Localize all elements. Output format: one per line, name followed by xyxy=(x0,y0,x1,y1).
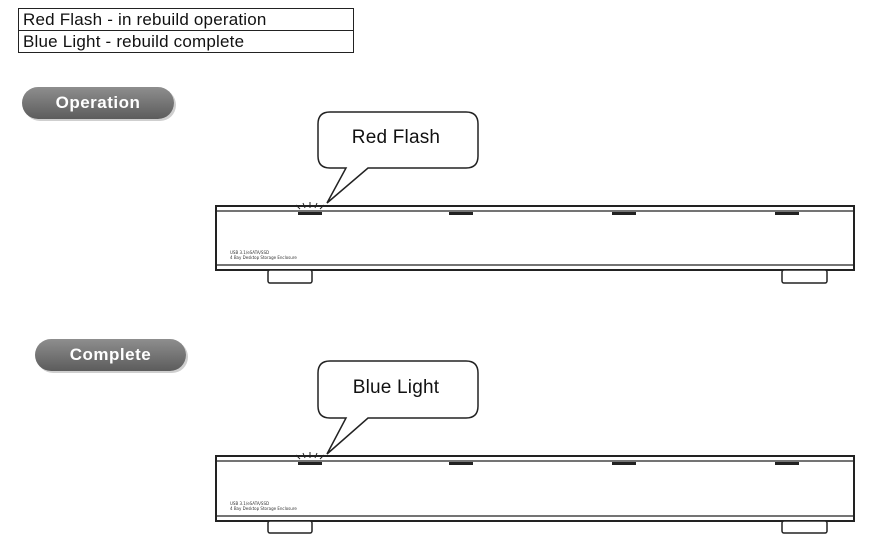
foot-right xyxy=(781,269,828,284)
device-model-line: USB 3.1/eSATA/SSD xyxy=(230,501,270,506)
device-desc-line: 4 Bay Desktop Storage Enclosure xyxy=(230,506,297,511)
legend-table: Red Flash - in rebuild operation Blue Li… xyxy=(18,8,354,53)
led-slot-4 xyxy=(775,462,799,465)
complete-scene xyxy=(215,360,855,534)
led-slot-3 xyxy=(612,462,636,465)
foot-left xyxy=(267,520,313,534)
led-slot-2 xyxy=(449,462,473,465)
blue-light-callout-text: Blue Light xyxy=(352,377,440,398)
operation-label: Operation xyxy=(22,87,174,119)
red-flash-callout-text: Red Flash xyxy=(351,127,441,148)
led-slot-2 xyxy=(449,212,473,215)
device-model-line: USB 3.1/eSATA/SSD xyxy=(230,250,270,255)
device-desc-line: 4 Bay Desktop Storage Enclosure xyxy=(230,255,297,260)
foot-left xyxy=(267,269,313,284)
led-slot-3 xyxy=(612,212,636,215)
device-label-operation: USB 3.1/eSATA/SSD 4 Bay Desktop Storage … xyxy=(230,250,297,260)
red-flash-rays xyxy=(295,202,325,210)
led-slot-1 xyxy=(298,462,322,465)
complete-label: Complete xyxy=(35,339,186,371)
blue-light-rays xyxy=(295,452,325,460)
enclosure-front-operation xyxy=(215,202,855,284)
device-label-complete: USB 3.1/eSATA/SSD 4 Bay Desktop Storage … xyxy=(230,501,297,511)
red-flash-callout-bubble xyxy=(317,111,479,204)
led-slot-4 xyxy=(775,212,799,215)
operation-scene xyxy=(215,111,855,284)
legend-row-blue-light: Blue Light - rebuild complete xyxy=(19,30,353,52)
enclosure-front-complete xyxy=(215,452,855,534)
foot-right xyxy=(781,520,828,534)
blue-light-callout-bubble xyxy=(317,360,479,455)
legend-row-red-flash: Red Flash - in rebuild operation xyxy=(23,10,267,29)
led-slot-1 xyxy=(298,212,322,215)
